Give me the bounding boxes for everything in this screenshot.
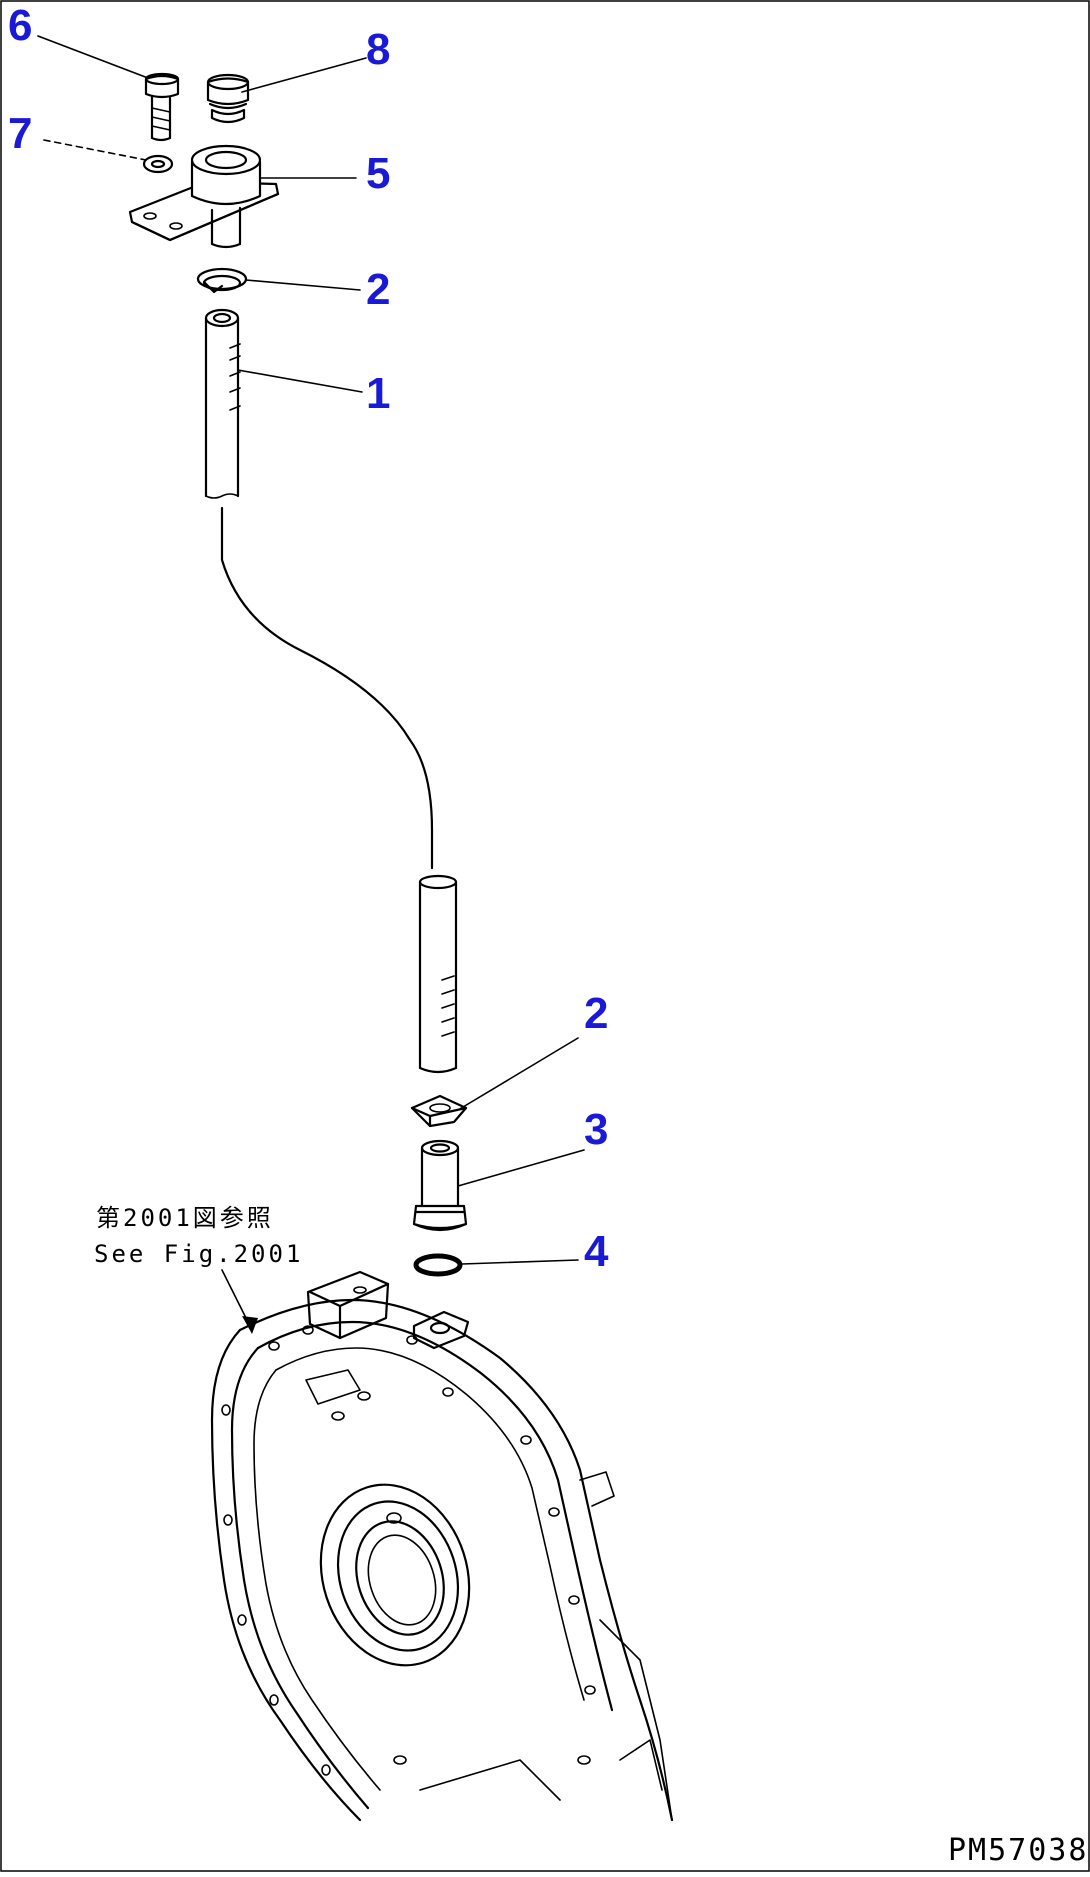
callout-2-top: 2 (366, 265, 390, 314)
leader-8 (241, 57, 367, 93)
part-3-adapter (412, 1139, 468, 1232)
reference-jp: 第2001図参照 (96, 1204, 274, 1232)
leader-6 (37, 35, 149, 79)
callout-6: 6 (8, 1, 32, 50)
part-8-plug (206, 73, 250, 124)
part-2-clamp-bottom (410, 1094, 468, 1128)
reference-en: See Fig.2001 (94, 1240, 303, 1268)
callout-5: 5 (366, 149, 390, 198)
leader-3 (457, 1149, 585, 1187)
callout-1: 1 (366, 369, 390, 418)
callout-7: 7 (8, 109, 32, 158)
part-4-o-ring (413, 1253, 463, 1277)
reference-note: 第2001図参照 See Fig.2001 (94, 1204, 303, 1268)
part-7-washer (142, 154, 174, 174)
part-2-clamp-top (196, 267, 248, 294)
leader-7 (43, 139, 147, 161)
leader-2-top (245, 279, 361, 291)
drawing-code: PM57038 (948, 1833, 1088, 1868)
leader-lines (37, 35, 585, 1334)
part-6-bolt (144, 72, 180, 142)
housing-cover (210, 1270, 674, 1822)
callout-3: 3 (584, 1105, 608, 1154)
callout-2-bottom: 2 (584, 989, 608, 1038)
reference-arrowhead (242, 1316, 258, 1334)
leader-2-bottom (457, 1037, 579, 1111)
leader-1 (237, 369, 363, 393)
part-5-flange (128, 144, 280, 249)
callout-8: 8 (366, 25, 390, 74)
callout-4: 4 (584, 1227, 609, 1276)
part-1-hose (204, 308, 458, 1074)
callouts: 6 8 7 5 2 1 2 3 4 (8, 1, 609, 1276)
bearing-boss (319, 1483, 471, 1667)
leader-4 (461, 1259, 579, 1265)
